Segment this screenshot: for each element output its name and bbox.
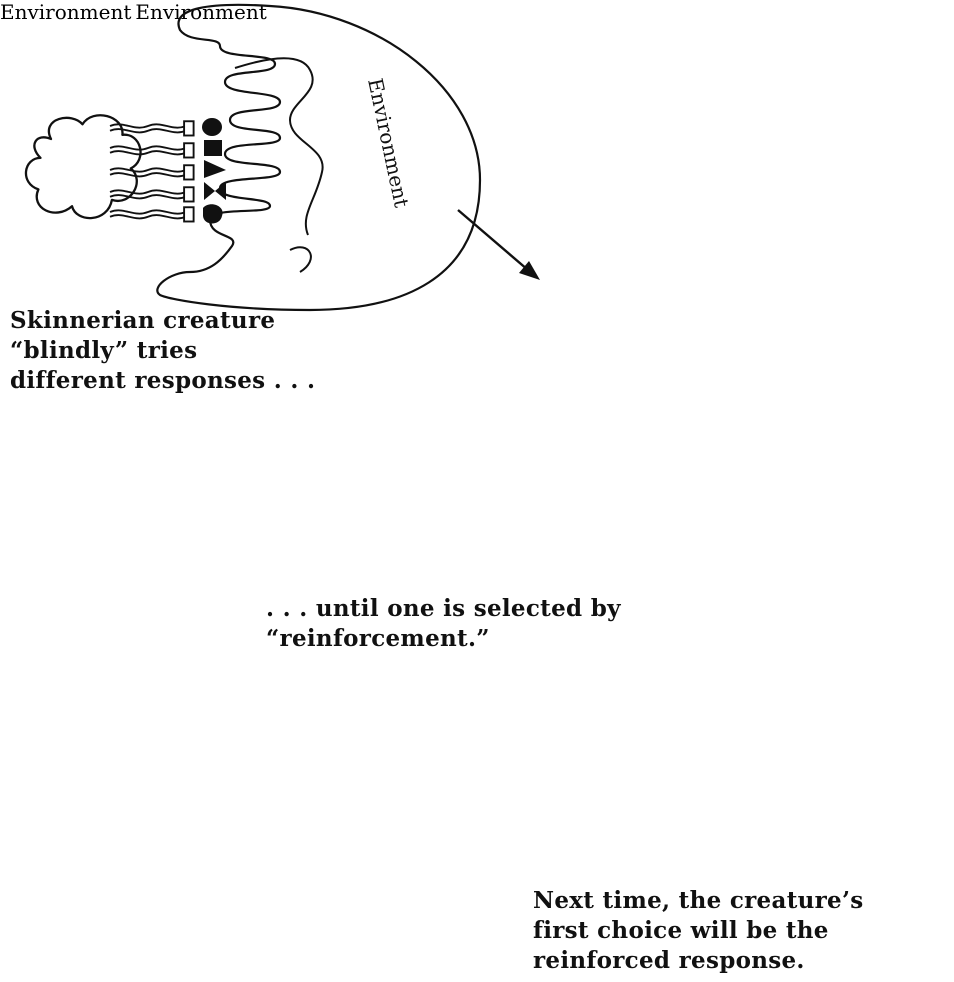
- square-response: [204, 140, 222, 156]
- caption-1-line-1: Skinnerian creature: [10, 306, 315, 336]
- caption-1-line-2: “blindly” tries: [10, 336, 315, 366]
- environment-label-1: Environment: [363, 76, 414, 210]
- caption-stage-3: Next time, the creature’s first choice w…: [533, 886, 864, 976]
- caption-2-line-2: “reinforcement.”: [266, 624, 621, 654]
- circle-response: [202, 118, 222, 136]
- blob-response: [203, 204, 223, 223]
- caption-2-line-1: . . . until one is selected by: [266, 594, 621, 624]
- caption-3-line-2: first choice will be the: [533, 916, 864, 946]
- creature-1: [26, 115, 141, 218]
- response-shapes: [202, 118, 226, 224]
- progress-arrow-1: [458, 210, 540, 280]
- caption-stage-1: Skinnerian creature “blindly” tries diff…: [10, 306, 315, 396]
- stage-1: Environment: [26, 5, 480, 310]
- caption-3-line-3: reinforced response.: [533, 946, 864, 976]
- caption-stage-2: . . . until one is selected by “reinforc…: [266, 594, 621, 654]
- caption-3-line-1: Next time, the creature’s: [533, 886, 864, 916]
- triangle-response: [204, 160, 226, 178]
- environment-1: Environment: [157, 5, 480, 310]
- caption-1-line-3: different responses . . .: [10, 366, 315, 396]
